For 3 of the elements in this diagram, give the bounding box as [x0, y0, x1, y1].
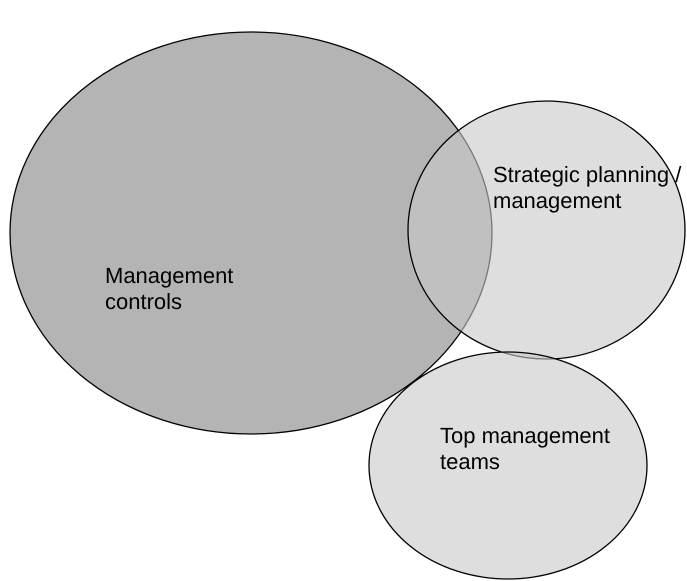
circle-label: Strategic planning / management [493, 162, 682, 214]
circle-label: Management controls [105, 263, 234, 315]
circle-label: Top management teams [440, 423, 611, 475]
